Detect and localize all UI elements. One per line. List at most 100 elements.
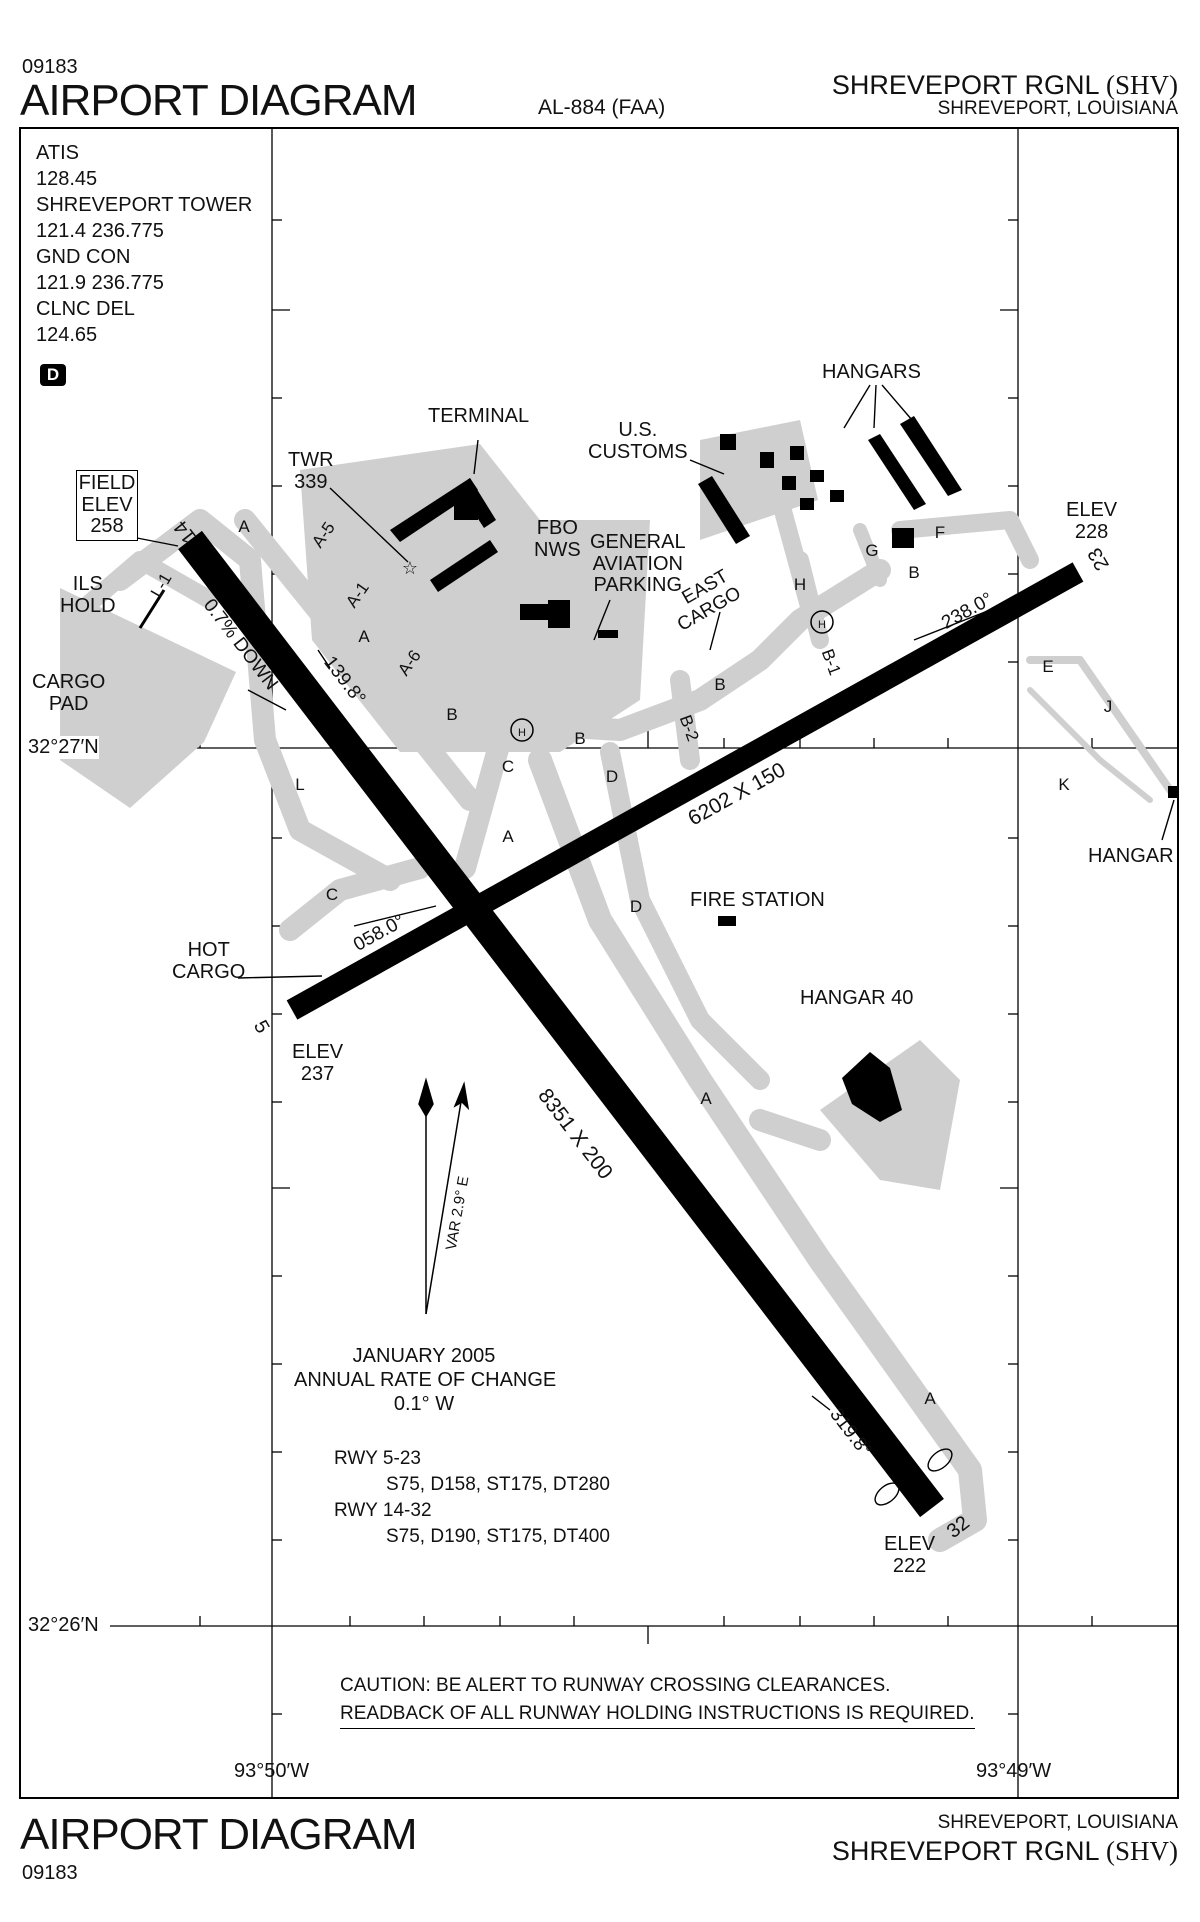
arrow-058 [353,905,437,927]
leader-field-elev [136,537,179,547]
lon-east-label: 93°49′W [976,1760,1052,1782]
taxiway-f-label: F [935,523,945,542]
elev-237-line-1: ELEV [292,1041,344,1063]
magnetic-date: JANUARY 2005 [352,1345,496,1367]
hangar-block-1 [760,452,774,468]
taxiway-l-label: L [295,775,304,794]
hangar-long-1 [868,434,926,510]
hangars-label: HANGARS [822,361,921,383]
runway-end-markers [874,1448,953,1506]
true-north-arrow [418,1077,434,1118]
cargo-pad-label: CARGO PAD [32,671,106,715]
taxiway-f-path [891,511,1039,569]
customs-label-line-2: CUSTOMS [588,440,688,463]
leader-twr [329,487,409,563]
customs-building [698,476,750,544]
strength-rwy-14-32-values: S75, D190, ST175, DT400 [386,1526,610,1547]
strength-rwy-5-23-label: RWY 5-23 [334,1448,421,1469]
taxiway-a-label-4: A [700,1089,712,1108]
hangar-long-2 [900,416,962,496]
field-elev-line-3: 258 [90,515,124,538]
ga-label-line-1: GENERAL [590,531,686,553]
hot-cargo-line-1: HOT [187,939,230,961]
field-elevation-box: FIELD ELEV 258 [76,470,138,541]
chart-code-bottom: 09183 [22,1862,78,1884]
taxiway-g-label: G [865,541,878,560]
tower-symbol: ☆ [402,558,418,578]
customs-label-line-1: U.S. [618,419,658,441]
north-arrows [418,1077,470,1315]
cargo-pad-line-2: PAD [48,692,89,715]
lon-west-label: 93°50′W [234,1760,310,1782]
strength-rwy-5-23-values: S75, D158, ST175, DT280 [386,1474,610,1495]
leader-terminal [473,439,479,475]
airport-location-bottom: SHREVEPORT, LOUISIANA [937,1812,1178,1833]
ils-hold-label: ILS HOLD [60,573,116,617]
leader-east-cargo [709,611,721,651]
hangar-block-7 [892,528,914,548]
elevation-228-label: ELEV 228 [1066,499,1117,543]
ils-hold-line-2: HOLD [60,594,116,617]
airport-name: SHREVEPORT RGNL [831,70,1099,100]
arrow-319 [811,1395,831,1411]
customs-apron [700,420,818,540]
runway-end-23: 23 [1084,544,1114,574]
taxiway-c-west [279,857,431,941]
customs-label: U.S. CUSTOMS [588,419,688,463]
taxiway-h-label: H [794,575,806,594]
taxiway-d-label-1: D [606,767,618,786]
leader-hangars-1 [843,384,871,429]
cargo-pad-area [60,588,236,808]
hangar-40-label: HANGAR 40 [800,987,914,1009]
magnetic-variation-note: JANUARY 2005 ANNUAL RATE OF CHANGE 0.1° … [294,1344,556,1416]
freq-tower-value: 121.4 236.775 [36,220,164,242]
taxiway-a-label-1: A [238,517,250,536]
runway-strength-table: RWY 5-23 S75, D158, ST175, DT280 RWY 14-… [334,1446,610,1550]
taxiway-b2-path [670,670,700,770]
helipad-1-label: H [518,727,526,739]
terminal-building-3 [430,540,498,592]
tower-label-line-2: 339 [294,470,328,493]
field-elev-line-2: ELEV [81,493,133,516]
fbo-building-2 [548,600,570,628]
caution-line-1: CAUTION: BE ALERT TO RUNWAY CROSSING CLE… [340,1675,891,1696]
lat-south-label: 32°26′N [28,1614,99,1637]
freq-atis-label: ATIS [36,142,79,164]
terminal-label: TERMINAL [428,405,530,427]
strength-rwy-14-32-label: RWY 14-32 [334,1500,432,1521]
cargo-pad-line-1: CARGO [32,671,106,693]
fbo-label-line-1: FBO [536,517,578,539]
taxiway-a-label-3: A [502,827,514,846]
runway-14-32 [178,530,944,1518]
chart-id: AL-884 (FAA) [538,96,666,119]
taxiway-c-path [454,731,511,879]
fire-station-label: FIRE STATION [690,889,825,911]
ils-hold-line-1: ILS [72,573,103,595]
elevation-222-label: ELEV 222 [884,1533,936,1577]
elev-228-line-2: 228 [1074,520,1109,543]
taxiway-k-label: K [1058,775,1070,794]
leader-ga-parking [593,599,611,641]
elev-222-line-1: ELEV [884,1533,936,1555]
taxiway-hangar40-connector [749,1109,831,1151]
fbo-label: FBO NWS [534,517,581,561]
taxiway-d-label-2: D [630,897,642,916]
ga-label-line-2: AVIATION [592,552,683,575]
magnetic-rate: 0.1° W [393,1393,455,1415]
fbo-label-line-2: NWS [534,538,581,561]
caution-note: CAUTION: BE ALERT TO RUNWAY CROSSING CLE… [340,1672,975,1729]
chart-title-bottom: AIRPORT DIAGRAM [20,1810,418,1859]
leader-hangars-2 [873,384,877,429]
taxiway-a-label-2: A [358,627,370,646]
customs-building-2 [720,434,736,450]
ga-parking-building [598,630,618,638]
airport-id: (SHV) [1106,70,1178,100]
frequency-list: ATIS 128.45 SHREVEPORT TOWER 121.4 236.7… [36,140,252,348]
lat-north-label: 32°27′N [28,736,99,759]
taxiway-b-label-4: B [908,563,919,582]
freq-tower-label: SHREVEPORT TOWER [36,194,253,216]
taxiway-a-parallel [528,748,987,1552]
hangar-block-2 [782,476,796,490]
chart-title-top: AIRPORT DIAGRAM [20,76,418,125]
airport-name-bottom: SHREVEPORT RGNL (SHV) [832,1836,1178,1867]
